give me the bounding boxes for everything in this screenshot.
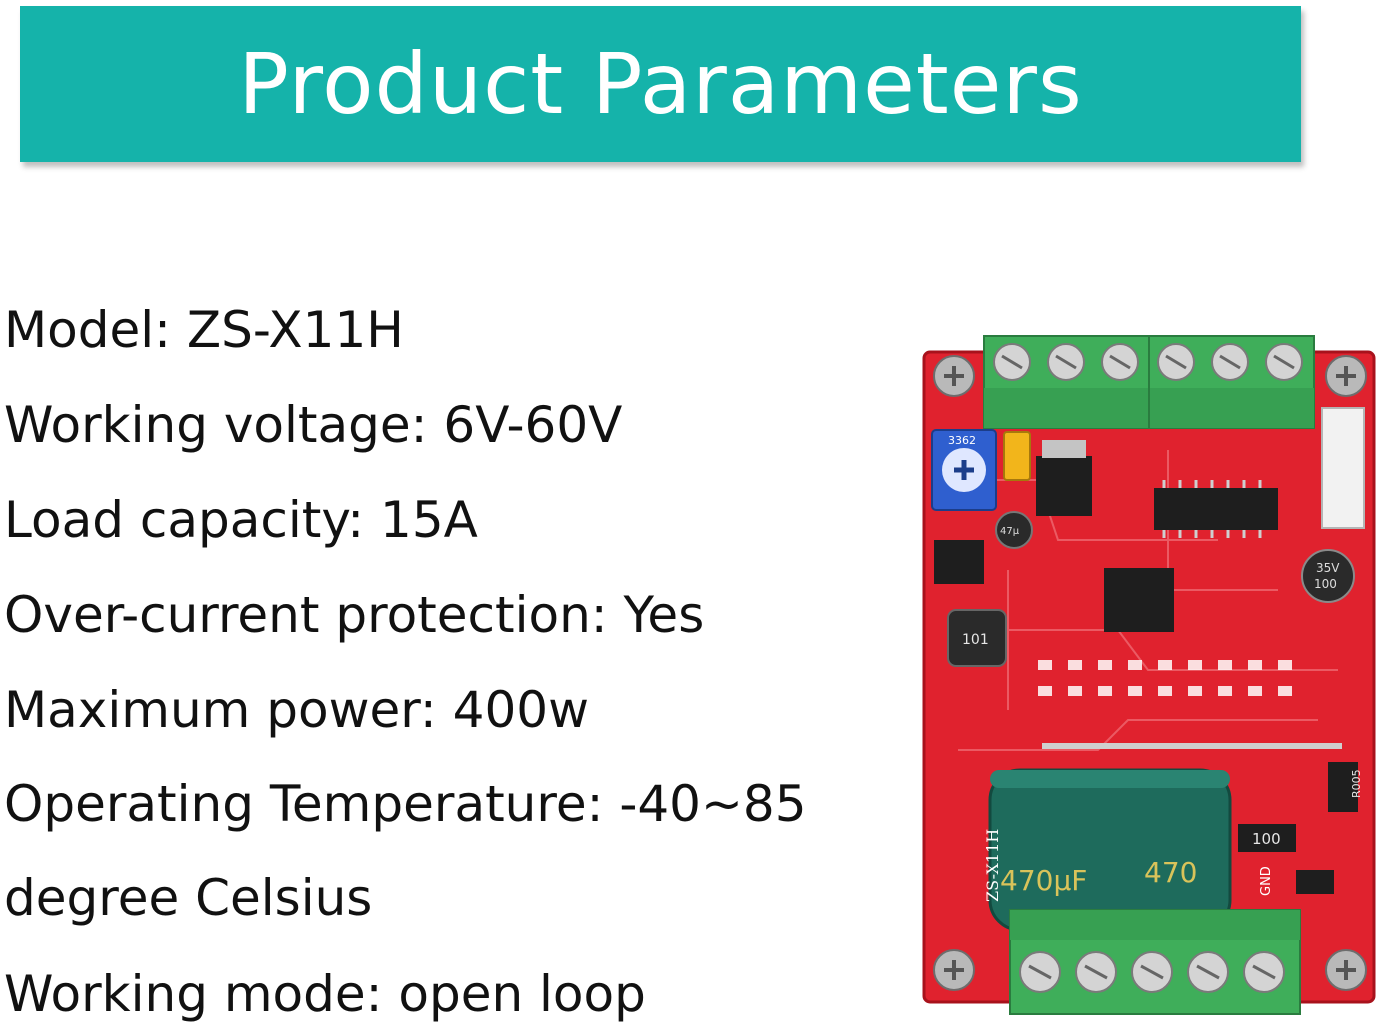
cap-100uf: 35V 100 [1301, 549, 1355, 603]
spec-temperature-unit: degree Celsius [4, 869, 373, 927]
header-banner: Product Parameters [20, 6, 1301, 162]
spec-load: Load capacity: 15A [4, 491, 478, 549]
resistor-100-label: 100 [1252, 830, 1281, 848]
controller-chip [1104, 568, 1174, 632]
mounting-screw [1325, 949, 1367, 991]
regulator-chip [1036, 456, 1092, 516]
mounting-screw [933, 949, 975, 991]
board-model-label: ZS-X11H [983, 829, 1002, 902]
spec-temperature: Operating Temperature: -40~85 [4, 775, 807, 833]
pot-label: 3362 [948, 434, 976, 447]
main-cap-label-2: 470 [1144, 856, 1197, 889]
spec-power: Maximum power: 400w [4, 681, 589, 739]
inductor: 101 [947, 609, 1007, 667]
regulator-tab [1042, 440, 1086, 458]
page-title: Product Parameters [238, 35, 1083, 133]
spec-voltage: Working voltage: 6V-60V [4, 396, 623, 454]
top-terminal-block [983, 335, 1315, 429]
small-capacitor: 47µ [995, 511, 1033, 549]
jumper [1003, 431, 1031, 481]
resistor-100: 100 [1238, 824, 1296, 852]
small-cap-label: 47µ [1000, 526, 1020, 537]
driver-ic [1154, 488, 1278, 530]
shunt-resistor: R005 [1328, 762, 1363, 812]
spec-mode: Working mode: open loop [4, 965, 646, 1023]
smd-pads [1038, 660, 1292, 696]
mounting-screw [1325, 355, 1367, 397]
pcb-illustration: 3362 47µ 35V 100 [922, 335, 1376, 1015]
spec-model: Model: ZS-X11H [4, 301, 404, 359]
potentiometer: 3362 [931, 429, 997, 511]
inductor-label: 101 [962, 632, 989, 648]
mounting-screw [933, 355, 975, 397]
soic-chip [934, 540, 984, 584]
main-capacitor: 470μF 470 [988, 768, 1232, 932]
signal-connector [1321, 407, 1365, 529]
product-board-image: 3362 47µ 35V 100 [918, 330, 1378, 1020]
gnd-label: GND [1259, 866, 1274, 896]
shunt-resistor-label: R005 [1350, 769, 1363, 798]
spec-overcurrent: Over-current protection: Yes [4, 586, 705, 644]
cap-100uf-value: 100 [1314, 577, 1337, 591]
bottom-terminal-block [1009, 909, 1301, 1015]
main-cap-label: 470μF [1000, 864, 1087, 897]
driver-ic-pins [1162, 480, 1262, 538]
diode [1296, 870, 1334, 894]
cap-100uf-voltage: 35V [1316, 561, 1340, 575]
